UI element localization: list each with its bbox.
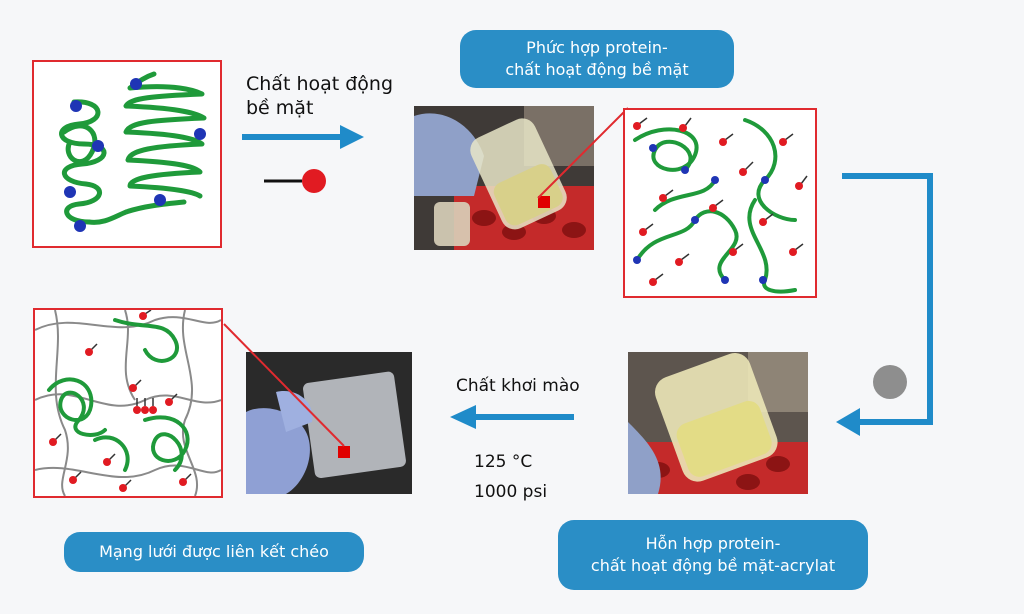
surfactant-label: Chất hoạt động bề mặt [246, 72, 393, 120]
mixture-label-pill: Hỗn hợp protein- chất hoạt động bề mặt-a… [558, 520, 868, 590]
surfactant-molecules [49, 309, 192, 492]
connector-arrow-right [836, 173, 933, 436]
protein-chain [59, 71, 207, 225]
network-panel [33, 308, 223, 498]
initiator-dot-icon [873, 365, 907, 399]
temperature-label: 125 °C [474, 452, 533, 472]
zoom-line-complex [537, 107, 629, 199]
binding-sites [633, 144, 769, 284]
zoom-line-network [223, 323, 345, 447]
surfactant-label-line1: Chất hoạt động [246, 73, 394, 95]
network-pill-text: Mạng lưới được liên kết chéo [99, 542, 329, 561]
surfactant-label-line2: bề mặt [246, 97, 314, 119]
pressure-label: 1000 psi [474, 482, 548, 502]
complex-panel [623, 108, 817, 298]
complex-pill-line2: chất hoạt động bề mặt [505, 60, 689, 79]
complex-diagram [633, 117, 808, 294]
surfactant-molecule-icon [264, 169, 326, 193]
binding-sites [64, 78, 206, 232]
initiator-arrow [450, 405, 574, 429]
mixture-pill-line1: Hỗn hợp protein- [645, 534, 781, 553]
protein-panel [32, 60, 222, 248]
folded-protein-diagram [59, 71, 207, 232]
network-label-pill: Mạng lưới được liên kết chéo [64, 532, 364, 572]
initiator-label: Chất khơi mào [456, 376, 580, 396]
surfactant-molecules [633, 117, 808, 286]
crosslinked-network-diagram [34, 309, 222, 497]
vial-photo-mixture [628, 352, 808, 494]
complex-label-pill: Phức hợp protein- chất hoạt động bề mặt [460, 30, 734, 88]
complex-pill-line1: Phức hợp protein- [526, 38, 668, 57]
protein-chains [47, 318, 190, 472]
mixture-pill-line2: chất hoạt động bề mặt-acrylat [590, 556, 836, 575]
vial-photo-complex [414, 106, 594, 250]
surfactant-arrow [242, 125, 364, 149]
